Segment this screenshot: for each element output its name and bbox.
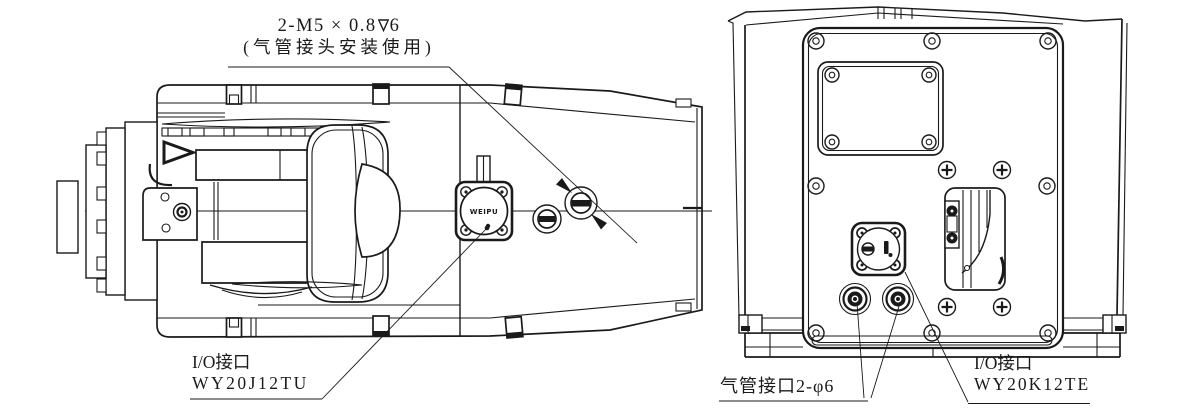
top-view: WEIPU [56,83,712,339]
air-fittings [838,282,915,316]
clamp-tab [225,302,692,339]
wrist-mechanism [142,118,401,303]
io-connector-top: WEIPU [454,155,514,242]
rear-panel [801,26,1065,350]
wedge-mark [162,139,198,166]
arrowhead [556,178,572,193]
cable-slot [944,187,1006,291]
leader-air-port-2 [870,302,901,399]
io-label-rear-view: I/O接口 WY20K12TE [974,353,1090,395]
leader-air-port-1 [856,302,865,399]
leader-thread-note [448,66,638,244]
air-port-label: 气管接口2-φ6 [720,376,834,397]
io-right-title: I/O接口 [974,353,1033,373]
io-right-model: WY20K12TE [974,374,1091,394]
leader-io-left [321,227,488,400]
io-left-model: WY20J12TU [192,373,309,393]
set-screws [532,186,598,234]
rear-view [727,6,1128,358]
thread-usage-note: (气管接头安装使用) [243,37,435,57]
phillips-screws [937,160,1012,317]
elbow-bulge [354,163,401,258]
air-port-text: 气管接口2-φ6 [720,376,835,396]
thread-spec-text: 2-M5 × 0.8 [277,16,377,36]
io-label-top-view: I/O接口 WY20J12TU [192,352,309,394]
tool-flange [56,121,158,301]
thread-spec-line: 2-M5 × 0.8 6 [222,16,456,37]
base-flange [738,314,1127,358]
thread-depth-value: 6 [389,16,401,36]
io-left-title: I/O接口 [192,352,251,372]
leader-io-right [904,271,969,403]
depth-symbol-icon [377,19,389,33]
leader-lines [190,66,1090,405]
weipu-brand-text: WEIPU [470,208,498,216]
io-connector-rear [850,221,907,277]
thread-depth-note: 2-M5 × 0.8 6 (气管接头安装使用) [222,16,456,58]
pivot-screw [172,202,192,222]
arrowhead [591,214,607,230]
panel-screws [807,32,1057,342]
service-window [817,61,944,156]
housing-outline [727,6,1128,319]
clamp-tab [225,83,692,108]
